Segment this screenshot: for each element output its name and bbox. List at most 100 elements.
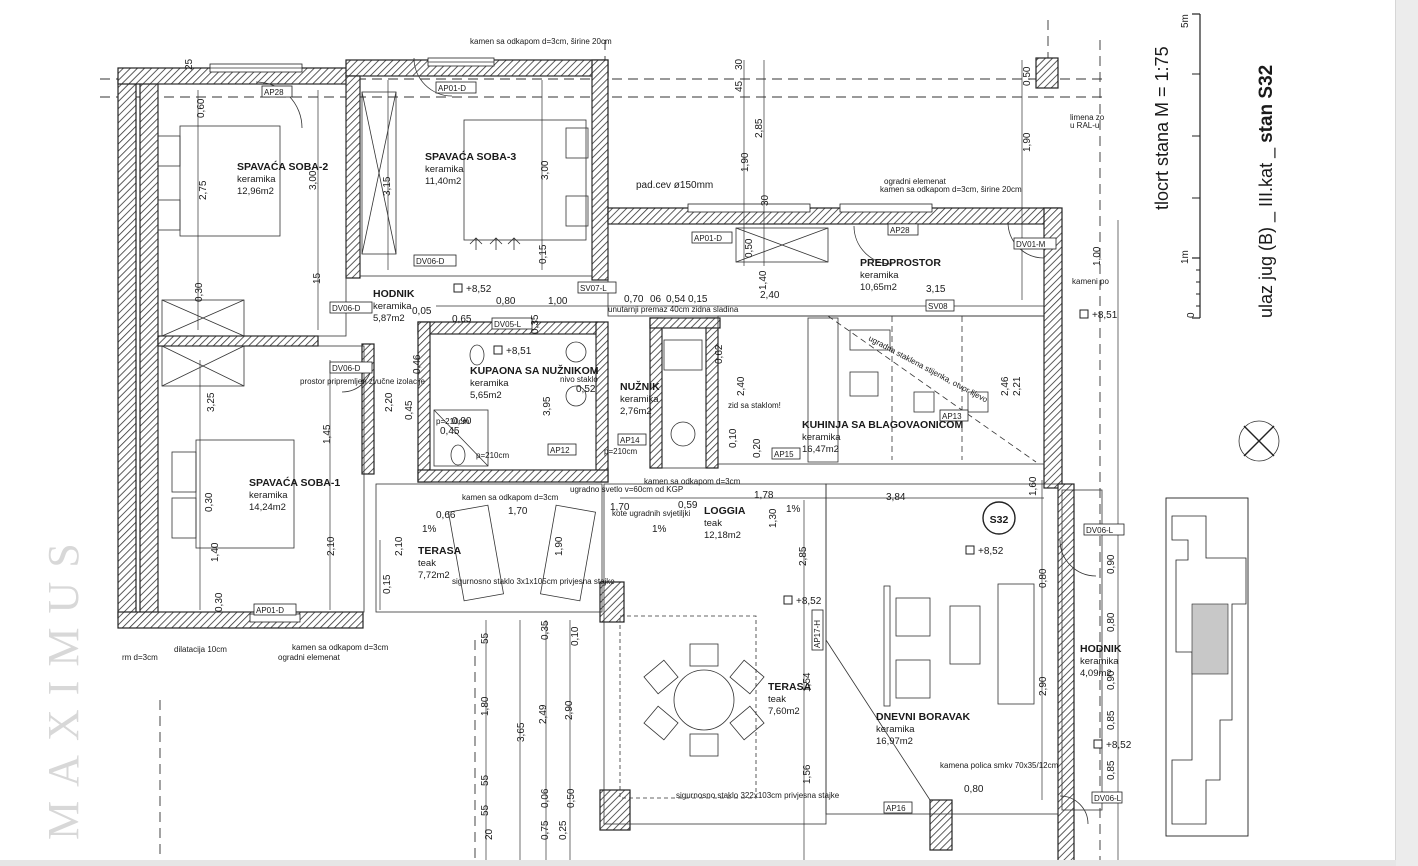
dim-text: 0,45 (404, 400, 415, 420)
dim-text: 2,40 (736, 376, 747, 396)
dim-text: 1,60 (1028, 476, 1039, 496)
dim-text: 3,00 (308, 170, 319, 190)
room-name: KUPAONA SA NUŽNIKOM (470, 364, 599, 377)
scale-1m-label: 1m (1180, 250, 1191, 264)
tag-label: SV07-L (580, 284, 607, 293)
dim-text: 1,54 (802, 672, 813, 692)
tag-label: AP13 (942, 412, 962, 421)
dim-text: 0,15 (688, 294, 708, 305)
dim-text: 0,20 (752, 438, 763, 458)
tag-label: AP28 (264, 88, 284, 97)
dim-text: 2,40 (760, 290, 780, 301)
note: ogradni elemenat (884, 177, 947, 186)
dim-text: 1,00 (548, 296, 568, 307)
room-floor: keramika (373, 301, 412, 312)
room-area: 14,24m2 (249, 502, 286, 513)
floor-plan-drawing: MAXIMUS (39, 13, 1280, 860)
room-labels: SPAVAĆA SOBA-2 keramika 12,96m2 SPAVAĆA … (237, 150, 1122, 747)
dim-text: 1,40 (758, 270, 769, 290)
dim-text: 0,05 (412, 306, 432, 317)
room-name: TERASA (768, 681, 812, 693)
dim-text: 1,45 (322, 424, 333, 444)
key-plan (1165, 497, 1249, 837)
dim-text: 2,75 (198, 180, 209, 200)
level-label: +8,52 (978, 546, 1004, 557)
tag-label: SV08 (928, 302, 948, 311)
room-area: 5,87m2 (373, 313, 405, 324)
room-name: KUHINJA SA BLAGOVAONICOM (802, 419, 963, 431)
dim-text: 1,30 (768, 508, 779, 528)
room-label: DNEVNI BORAVAK keramika 16,97m2 (876, 711, 971, 747)
level-label: +8,52 (466, 284, 492, 295)
room-label: SPAVAĆA SOBA-3 keramika 11,40m2 (425, 150, 516, 187)
room-name: SPAVAĆA SOBA-3 (425, 150, 516, 163)
dim-text: 2,10 (394, 536, 405, 556)
room-area: 12,96m2 (237, 186, 274, 197)
plan-scale-title: tlocrt stana M = 1:75 (1152, 46, 1172, 210)
vertical-scrollbar[interactable] (1395, 0, 1418, 866)
watermark: MAXIMUS (39, 529, 88, 840)
room-name: DNEVNI BORAVAK (876, 711, 971, 723)
level-markers: +8,52 +8,51 +8,51 +8,52 +8,52 +8,52 (453, 283, 1132, 751)
note: nivo staklo (560, 375, 598, 384)
room-floor: keramika (620, 394, 659, 405)
room-area: 7,72m2 (418, 570, 450, 581)
room-label: HODNIK keramika 5,87m2 (373, 288, 415, 324)
dim-text: 0,90 (452, 416, 472, 427)
note: rm d=3cm (122, 653, 158, 662)
room-name: HODNIK (373, 288, 415, 300)
room-floor: teak (704, 518, 722, 529)
scale-bar (1192, 13, 1201, 319)
note: limena zo (1070, 113, 1105, 122)
dim-text: 30 (760, 194, 771, 206)
interior-lines (157, 57, 1280, 825)
dim-text: 0,50 (744, 238, 755, 258)
room-floor: keramika (237, 174, 276, 185)
tag-label: AP17-H (813, 620, 822, 648)
tag-label: DV06-L (1094, 794, 1122, 803)
note: kamen sa odkapom d=3cm (292, 643, 389, 652)
note: p=210cm (476, 451, 509, 460)
room-label: HODNIK keramika 4,09m2 (1080, 643, 1122, 679)
tag-label: AP01-D (438, 84, 466, 93)
dim-text: 1,70 (610, 502, 630, 513)
note: 1% (652, 524, 667, 535)
dim-text: 1,80 (480, 696, 491, 716)
dim-text: 0,50 (1022, 66, 1033, 86)
dim-text: 0,80 (496, 296, 516, 307)
room-name: SPAVAĆA SOBA-2 (237, 160, 328, 173)
dim-text: 2,85 (798, 546, 809, 566)
dim-text: 2,20 (384, 392, 395, 412)
note: ugradno svetlo v=60cm od KGP (570, 485, 683, 494)
room-area: 4,09m2 (1080, 668, 1112, 679)
dim-text: 0,35 (540, 620, 551, 640)
dim-text: 1,78 (754, 490, 774, 501)
tag-label: AP15 (774, 450, 794, 459)
entry-text: ulaz jug (B) _ III.kat _ (1256, 143, 1277, 318)
note: kote ugradnih svjetiljki (612, 509, 690, 518)
dim-text: 2,49 (538, 704, 549, 724)
note: unutarnji premaz 40cm zidna sladina (608, 305, 739, 314)
dim-text: 0,54 (666, 294, 686, 305)
dim-text: 3,84 (886, 492, 906, 503)
note: 1% (786, 504, 801, 515)
dim-text: 0,59 (678, 500, 698, 511)
note: zid sa staklom! (728, 401, 781, 410)
dim-text: 0,10 (728, 428, 739, 448)
dim-text: 2,46 (1000, 376, 1011, 396)
dim-text: 2,90 (564, 700, 575, 720)
dim-text: 0,66 (436, 510, 456, 521)
room-label: SPAVAĆA SOBA-2 keramika 12,96m2 (237, 160, 328, 197)
room-floor: keramika (425, 164, 464, 175)
dim-text: 0,90 (1106, 670, 1117, 690)
room-label: KUHINJA SA BLAGOVAONICOM keramika 16,47m… (802, 419, 963, 455)
note: p=210cm (436, 417, 469, 426)
note: u RAL-u (1070, 121, 1099, 130)
note: sigurnosno staklo 3x1x105cm privjesna st… (452, 577, 615, 586)
dim-text: 0,30 (214, 592, 225, 612)
tag-label: AP16 (886, 804, 906, 813)
room-label: TERASA teak 7,60m2 (768, 681, 812, 717)
dim-text: 0,10 (570, 626, 581, 646)
dim-text: 20 (484, 828, 495, 840)
tag-label: DV06-D (332, 364, 361, 373)
